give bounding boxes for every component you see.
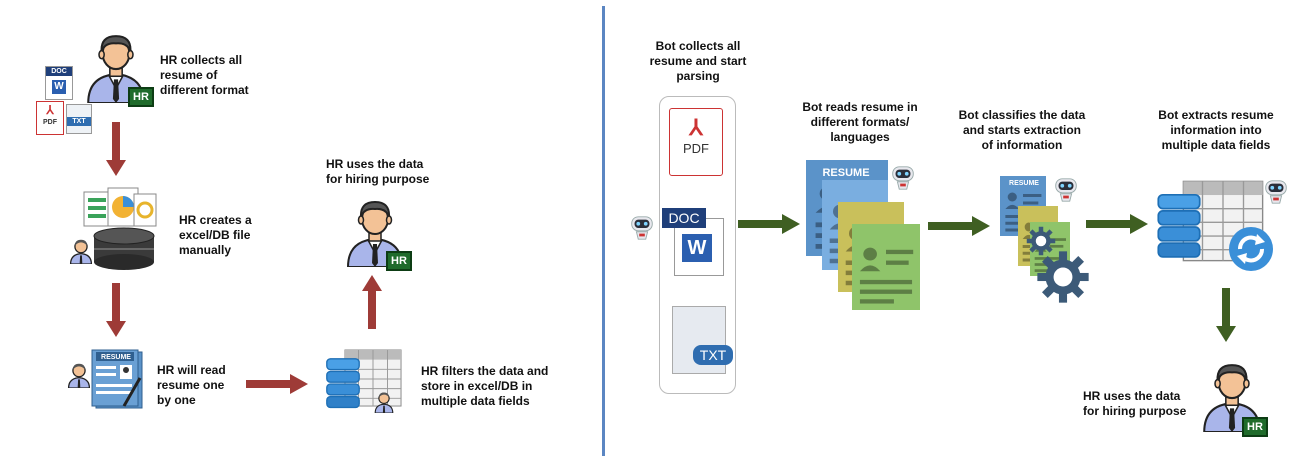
database-stack-icon	[1156, 192, 1202, 262]
small-hr-icon	[66, 362, 92, 388]
resume-blue-icon: RESUME	[1000, 176, 1046, 236]
auto-step-5-label: HR uses the data for hiring purpose	[1083, 389, 1187, 418]
hr-badge: HR	[1242, 417, 1268, 437]
hr-badge: HR	[128, 87, 154, 107]
pdf-file-icon: ⅄ PDF	[36, 101, 64, 135]
resume-label: RESUME	[1009, 180, 1039, 187]
auto-arrow-right-2	[928, 216, 990, 236]
manual-step-3-label: HR will read resume one by one	[157, 363, 226, 407]
bot-icon	[1262, 178, 1290, 206]
section-divider	[602, 6, 605, 456]
gear-large-icon	[1036, 250, 1090, 304]
auto-step-3-label: Bot classifies the data and starts extra…	[958, 108, 1086, 152]
auto-arrow-right-3	[1086, 214, 1148, 234]
resume-label: RESUME	[101, 354, 131, 361]
manual-arrow-right	[246, 374, 308, 394]
txt-label: TXT	[67, 117, 91, 126]
database-stack-icon	[325, 357, 361, 411]
doc-label: DOC	[46, 67, 72, 76]
hr-badge: HR	[386, 251, 412, 271]
manual-step-4-label: HR filters the data and store in excel/D…	[421, 364, 549, 408]
bot-icon	[889, 164, 917, 192]
pdf-label: PDF	[683, 141, 709, 156]
resume-blue-icon: RESUME	[806, 160, 888, 256]
bot-icon	[1052, 176, 1080, 204]
auto-step-1-label: Bot collects all resume and start parsin…	[649, 39, 747, 83]
spreadsheet-database-icon	[78, 186, 160, 272]
auto-step-4-label: Bot extracts resume information into mul…	[1158, 108, 1274, 152]
pdf-label: PDF	[43, 119, 57, 126]
txt-file-icon: TXT	[66, 104, 92, 134]
doc-file-icon: DOC W	[45, 66, 73, 100]
resume-green-icon	[852, 224, 920, 310]
manual-step-5-label: HR uses the data for hiring purpose	[326, 157, 430, 186]
pdf-file-icon: ⅄ PDF	[669, 108, 723, 176]
auto-arrow-right-1	[738, 214, 800, 234]
txt-file-icon: TXT	[672, 306, 733, 374]
resume-document-icon: RESUME	[90, 348, 148, 410]
auto-arrow-down	[1216, 288, 1236, 342]
manual-arrow-up	[362, 275, 382, 329]
small-hr-icon	[373, 391, 395, 413]
doc-file-icon: DOC W	[662, 208, 726, 276]
small-hr-icon	[68, 238, 94, 264]
refresh-icon	[1226, 224, 1276, 274]
txt-label: TXT	[693, 345, 733, 365]
manual-step-2-label: HR creates a excel/DB file manually	[179, 213, 252, 257]
manual-arrow-down-1	[106, 122, 126, 176]
manual-step-1-label: HR collects all resume of different form…	[160, 53, 249, 97]
manual-arrow-down-2	[106, 283, 126, 337]
auto-step-2-label: Bot reads resume in different formats/ l…	[802, 100, 918, 144]
doc-label: DOC	[662, 208, 706, 228]
bot-icon	[628, 214, 656, 242]
resume-label: RESUME	[822, 167, 870, 179]
